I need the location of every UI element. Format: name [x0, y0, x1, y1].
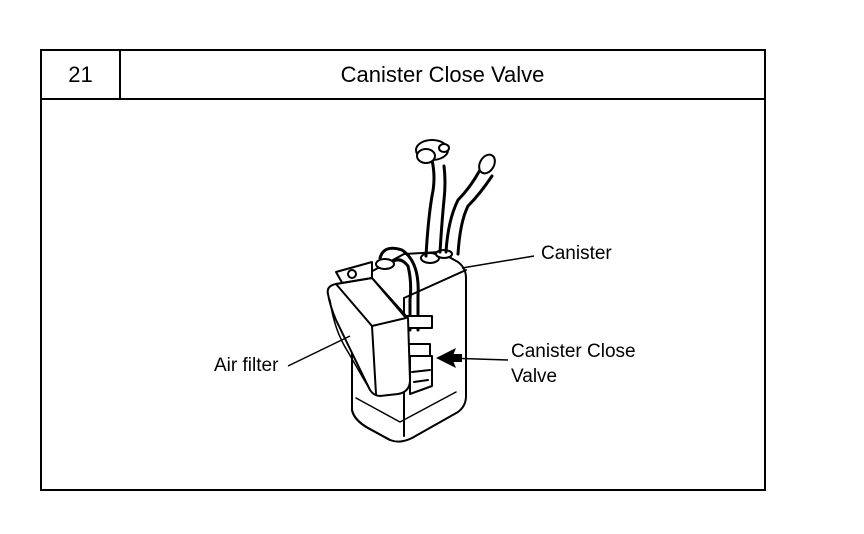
hose-right [444, 168, 482, 254]
close-valve-label-line1: Canister Close [511, 341, 636, 362]
close-valve-label-line2: Valve [511, 366, 558, 387]
close-valve-arrow [436, 348, 456, 368]
figure-frame: 21 Canister Close Valve [40, 49, 766, 491]
air-filter-leader [287, 335, 351, 367]
hose-bend [378, 246, 420, 332]
canister-leader [461, 255, 535, 269]
figure-number: 21 [42, 51, 121, 98]
canister-label: Canister [541, 243, 612, 264]
air-filter-box [326, 277, 411, 397]
figure-header: 21 Canister Close Valve [42, 51, 764, 100]
figure-title: Canister Close Valve [340, 62, 545, 87]
hose-left [424, 158, 436, 258]
air-filter-label: Air filter [214, 355, 279, 376]
